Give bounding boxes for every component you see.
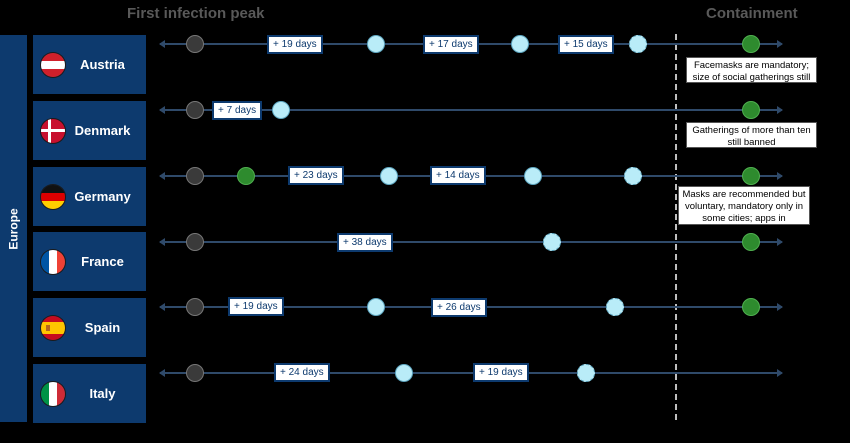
milestone-node <box>367 35 385 53</box>
infection-peak-node <box>186 101 204 119</box>
country-name: Denmark <box>74 123 131 138</box>
interval-label: + 26 days <box>431 298 487 317</box>
interval-label: + 38 days <box>337 233 393 252</box>
timeline-arrow-right <box>777 40 783 48</box>
timeline-arrow-right <box>777 106 783 114</box>
header-containment: Containment <box>706 5 798 22</box>
projected-milestone-node <box>577 364 595 382</box>
containment-node <box>742 298 760 316</box>
timeline-arrow-left <box>159 106 165 114</box>
containment-node <box>742 101 760 119</box>
timeline-arrow-left <box>159 303 165 311</box>
infection-peak-node <box>186 364 204 382</box>
containment-divider <box>675 34 677 420</box>
containment-node <box>742 167 760 185</box>
interval-label: + 19 days <box>228 297 284 316</box>
timeline-italy <box>160 372 782 374</box>
interval-label: + 23 days <box>288 166 344 185</box>
country-name: France <box>81 254 124 269</box>
country-denmark: Denmark <box>33 101 146 160</box>
country-germany: Germany <box>33 167 146 226</box>
milestone-node <box>395 364 413 382</box>
timeline-arrow-left <box>159 238 165 246</box>
timeline-arrow-right <box>777 303 783 311</box>
timeline-arrow-right <box>777 238 783 246</box>
country-name: Austria <box>80 57 125 72</box>
infection-peak-node <box>186 298 204 316</box>
interval-label: + 19 days <box>473 363 529 382</box>
interval-label: + 24 days <box>274 363 330 382</box>
interval-label: + 15 days <box>558 35 614 54</box>
region-label-text: Europe <box>6 207 21 250</box>
infection-peak-node <box>186 233 204 251</box>
austria-containment-note: Facemasks are mandatory; size of social … <box>686 57 817 95</box>
timeline-denmark <box>160 109 782 111</box>
country-spain: Spain <box>33 298 146 357</box>
france-flag-icon <box>41 249 65 274</box>
interval-label: + 19 days <box>267 35 323 54</box>
germany-containment-note: Masks are recommended but voluntary, man… <box>678 186 810 236</box>
denmark-containment-note: Gatherings of more than ten still banned <box>686 122 817 148</box>
denmark-flag-icon <box>41 118 65 143</box>
projected-milestone-node <box>629 35 647 53</box>
projected-milestone-node <box>606 298 624 316</box>
timeline-arrow-left <box>159 369 165 377</box>
timeline-arrow-right <box>777 369 783 377</box>
milestone-node <box>380 167 398 185</box>
milestone-node <box>511 35 529 53</box>
interval-label: + 17 days <box>423 35 479 54</box>
containment-node <box>742 35 760 53</box>
milestone-node <box>367 298 385 316</box>
italy-flag-icon <box>41 381 65 406</box>
interval-label: + 14 days <box>430 166 486 185</box>
austria-flag-icon <box>41 52 65 77</box>
country-austria: Austria <box>33 35 146 94</box>
timeline-arrow-left <box>159 40 165 48</box>
projected-milestone-node <box>624 167 642 185</box>
projected-milestone-node <box>543 233 561 251</box>
country-name: Germany <box>74 189 131 204</box>
country-name: Italy <box>89 386 116 401</box>
infection-peak-node <box>186 167 204 185</box>
country-name: Spain <box>84 320 121 335</box>
timeline-arrow-right <box>777 172 783 180</box>
region-label-europe: Europe <box>0 35 27 422</box>
germany-flag-icon <box>41 184 65 209</box>
header-first-infection-peak: First infection peak <box>127 5 265 22</box>
early-containment-node <box>237 167 255 185</box>
spain-flag-icon <box>41 315 65 340</box>
country-france: France <box>33 232 146 291</box>
infection-peak-node <box>186 35 204 53</box>
timeline-arrow-left <box>159 172 165 180</box>
milestone-node <box>524 167 542 185</box>
timeline-france <box>160 241 782 243</box>
country-italy: Italy <box>33 364 146 423</box>
interval-label: + 7 days <box>212 101 263 120</box>
containment-node <box>742 233 760 251</box>
milestone-node <box>272 101 290 119</box>
